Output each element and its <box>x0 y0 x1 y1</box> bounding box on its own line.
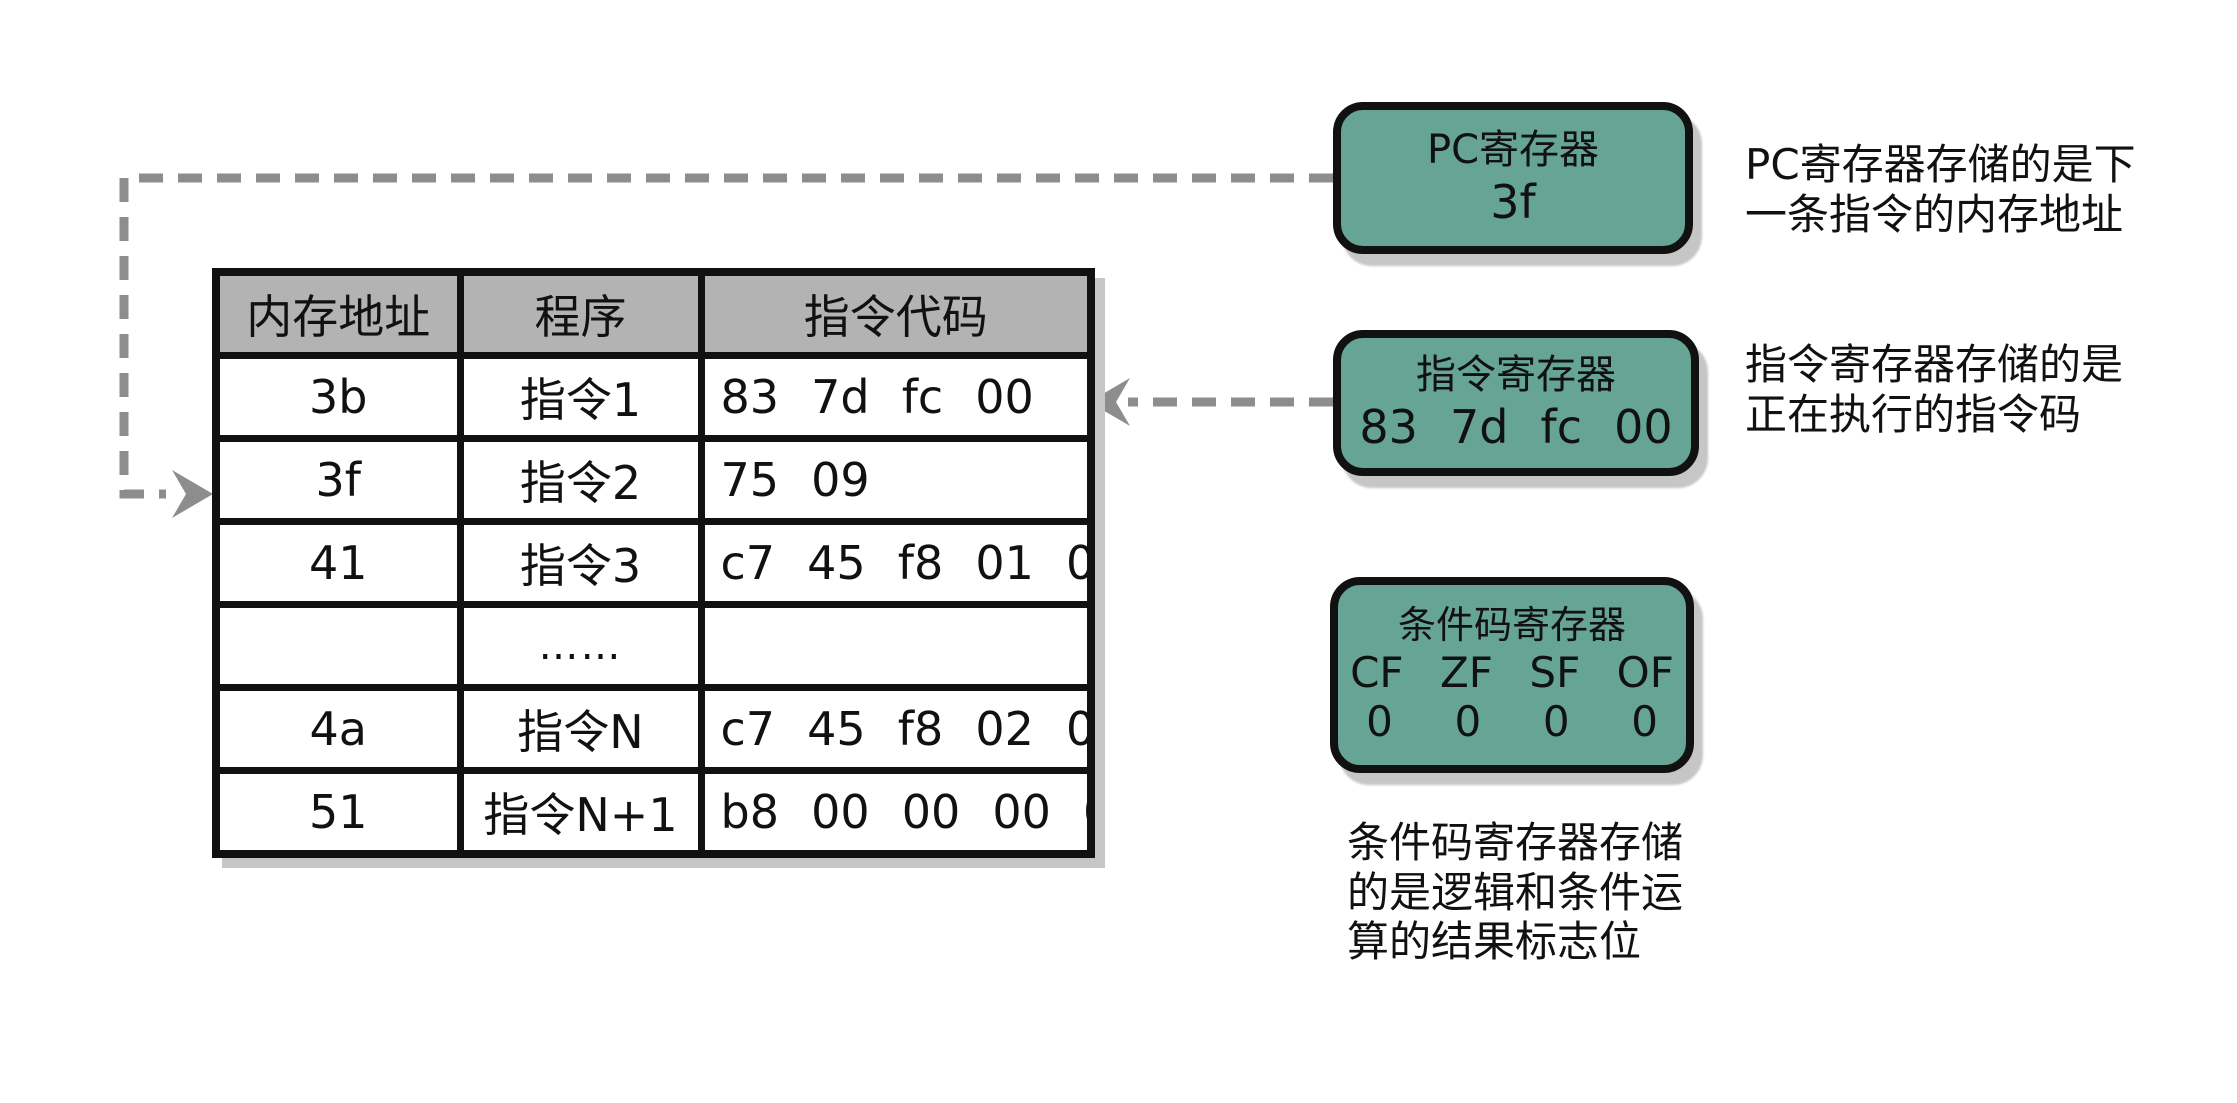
memory-table: 内存地址 程序 指令代码 3b 指令1 83 7d fc 00 3f 指令2 7… <box>212 268 1095 858</box>
instruction-register-title: 指令寄存器 <box>1416 351 1616 398</box>
cell-address: 3f <box>212 435 464 525</box>
cell-program: 指令1 <box>456 352 705 442</box>
table-row: 3b 指令1 83 7d fc 00 <box>212 352 1095 442</box>
instruction-register-note: 指令寄存器存储的是 正在执行的指令码 <box>1745 340 2123 439</box>
pc-note-line1: PC寄存器存储的是下 <box>1745 140 2136 189</box>
table-row: …… <box>212 601 1095 691</box>
cell-program: 指令2 <box>456 435 705 525</box>
ir-note-line2: 正在执行的指令码 <box>1745 389 2082 439</box>
cell-code: c7 45 f8 01 00 <box>697 518 1095 608</box>
condition-code-flags: CF ZF SF OF <box>1350 647 1674 697</box>
pc-register-title: PC寄存器 <box>1426 126 1600 173</box>
header-instruction-code: 指令代码 <box>697 268 1095 359</box>
pc-note-line2: 一条指令的内存地址 <box>1745 189 2124 239</box>
ccr-note-line1: 条件码寄存器存储 <box>1347 818 1684 867</box>
cell-program: 指令N+1 <box>456 767 705 858</box>
ccr-note-line2: 的是逻辑和条件运 <box>1347 867 1684 917</box>
cell-address: 4a <box>212 684 464 774</box>
cell-address: 51 <box>212 767 464 858</box>
pc-register-box: PC寄存器 3f <box>1333 102 1693 254</box>
condition-code-register-note: 条件码寄存器存储 的是逻辑和条件运 算的结果标志位 <box>1347 818 1683 967</box>
pc-arrowhead-icon <box>172 470 213 518</box>
condition-code-register-box: 条件码寄存器 CF ZF SF OF 0 0 0 0 <box>1330 577 1694 773</box>
cell-program: 指令3 <box>456 518 705 608</box>
cell-program: 指令N <box>456 684 705 774</box>
table-row: 41 指令3 c7 45 f8 01 00 <box>212 518 1095 608</box>
instruction-register-box: 指令寄存器 83 7d fc 00 <box>1333 330 1699 476</box>
cell-code: c7 45 f8 02 00 <box>697 684 1095 774</box>
cell-address: 41 <box>212 518 464 608</box>
table-row: 51 指令N+1 b8 00 00 00 00 <box>212 767 1095 858</box>
cell-address <box>212 601 464 691</box>
pc-register-note: PC寄存器存储的是下 一条指令的内存地址 <box>1745 140 2136 239</box>
header-program: 程序 <box>456 268 705 359</box>
cell-code: 75 09 <box>697 435 1095 525</box>
pc-register-value: 3f <box>1490 175 1536 230</box>
cell-program-ellipsis: …… <box>456 601 705 691</box>
cell-code <box>697 601 1095 691</box>
memory-table-header-row: 内存地址 程序 指令代码 <box>212 268 1095 359</box>
condition-code-register-title: 条件码寄存器 <box>1397 603 1626 648</box>
ir-arrowhead-icon <box>1089 378 1130 426</box>
cell-code: b8 00 00 00 00 <box>697 767 1095 858</box>
header-memory-address: 内存地址 <box>212 268 464 359</box>
instruction-register-value: 83 7d fc 00 <box>1359 400 1673 455</box>
cell-address: 3b <box>212 352 464 442</box>
ir-note-line1: 指令寄存器存储的是 <box>1745 340 2124 389</box>
condition-code-flag-values: 0 0 0 0 <box>1366 697 1658 747</box>
table-row: 4a 指令N c7 45 f8 02 00 <box>212 684 1095 774</box>
cell-code: 83 7d fc 00 <box>697 352 1095 442</box>
ccr-note-line3: 算的结果标志位 <box>1347 917 1642 967</box>
table-row: 3f 指令2 75 09 <box>212 435 1095 525</box>
